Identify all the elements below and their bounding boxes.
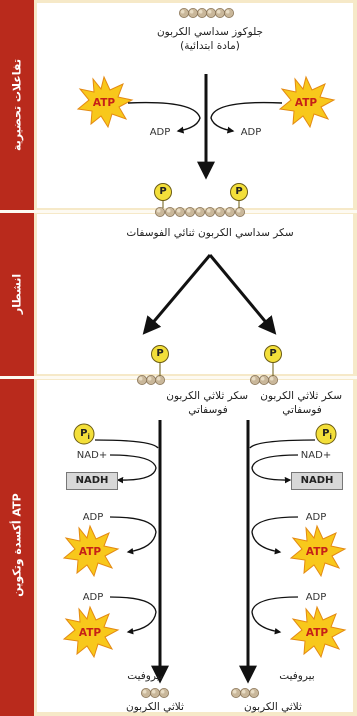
nad-label-left: NAD+ [76,450,108,461]
glucose-label: جلوكوز سداسي الكربون [156,26,264,38]
panel-cleavage [37,214,353,374]
phosphate-label: P [269,348,277,359]
arrow-adp-right-2 [251,596,299,635]
pyruvate-label-right: بيروفيت [279,670,315,682]
glucose-chain [178,7,235,19]
adp-label: ADP [149,127,171,138]
pi-label-right: Pi [322,428,332,441]
arrow-pi-left [94,439,159,449]
pyruvate-right [230,687,260,699]
atp-label: ATP [78,627,102,639]
fructose-bisphosphate-chain [154,183,248,218]
arrow-atp-left-consumed [127,101,201,134]
atp-label: ATP [305,546,329,558]
phase-divider [0,376,357,379]
triose-sublabel-right: فوسفاتي [282,404,322,416]
pyruvate-sublabel-left: ثلاثي الكربون [126,701,184,713]
fructose-bisphosphate-label: سكر سداسي الكربون ثنائي الفوسفات [126,227,294,239]
nadh-box-right: NADH [291,472,343,490]
nad-label-right: NAD+ [300,450,332,461]
adp-label: ADP [305,512,327,523]
arrow-split-right [208,254,277,335]
triose-label-right: سكر ثلاثي الكربون [260,390,342,402]
arrow-nad-left [109,454,157,484]
atp-label: ATP [92,97,116,109]
pi-left [73,423,95,445]
arrow-adp-left-1 [109,516,157,555]
adp-label: ADP [240,127,262,138]
arrow-atp-right-consumed [210,101,283,134]
pyruvate-label-left: بيروفيت [127,670,163,682]
adp-label: ADP [82,592,104,603]
triose-phosphate-left [136,345,169,386]
arrow-split-left [142,254,212,335]
pi-label-left: Pi [80,428,90,441]
pi-right [315,423,337,445]
triose-phosphate-right [249,345,282,386]
atp-label: ATP [78,546,102,558]
adp-label: ADP [82,512,104,523]
adp-label: ADP [305,592,327,603]
nadh-box-left: NADH [66,472,118,490]
phosphate-label: P [235,186,243,197]
phosphate-label: P [156,348,164,359]
arrow-adp-left-2 [109,596,157,635]
pyruvate-left [140,687,170,699]
glucose-sublabel: (مادة ابتدائية) [180,40,240,52]
phosphate-label: P [159,186,167,197]
pyruvate-sublabel-right: ثلاثي الكربون [244,701,302,713]
triose-label-left: سكر ثلاثي الكربون [166,390,248,402]
arrow-adp-right-1 [251,516,299,555]
arrow-nad-right [251,454,299,484]
atp-label: ATP [305,627,329,639]
arrow-pi-right [249,439,316,449]
phase-sidebar [0,0,34,716]
triose-sublabel-left: فوسفاتي [188,404,228,416]
atp-label: ATP [294,97,318,109]
